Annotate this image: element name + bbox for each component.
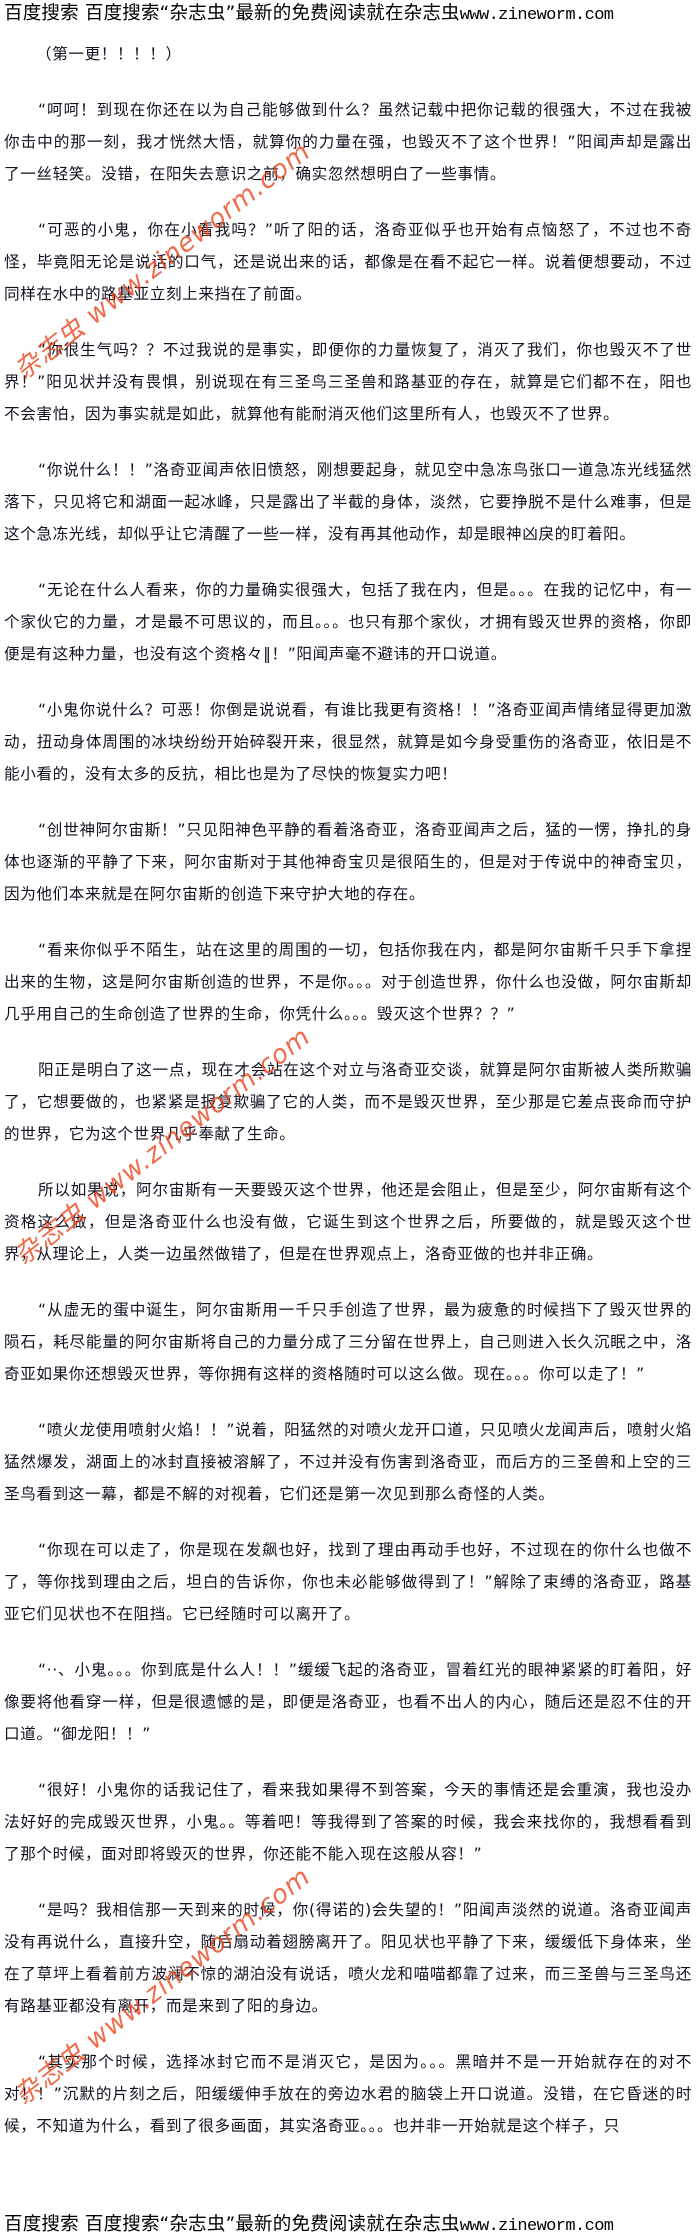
banner-text: 百度搜索 百度搜索“杂志虫”最新的免费阅读就在杂志虫	[4, 2214, 460, 2235]
paragraph: “··、小鬼。。。你到底是什么人！！”缓缓飞起的洛奇亚，冒着红光的眼神紧紧的盯着…	[4, 1661, 692, 1743]
paragraph: “其实那个时候，选择冰封它而不是消灭它，是因为。。。黑暗并不是一开始就存在的对不…	[4, 2053, 692, 2135]
paragraph: 阳正是明白了这一点，现在才会站在这个对立与洛奇亚交谈，就算是阿尔宙斯被人类所欺骗…	[4, 1061, 692, 1143]
paragraph: “你说什么！！”洛奇亚闻声依旧愤怒，刚想要起身，就见空中急冻鸟张口一道急冻光线猛…	[4, 461, 692, 543]
banner-text: 百度搜索 百度搜索“杂志虫”最新的免费阅读就在杂志虫	[4, 3, 460, 24]
paragraph: “你很生气吗？？不过我说的是事实，即便你的力量恢复了，消灭了我们，你也毁灭不了世…	[4, 341, 692, 423]
banner-url-link[interactable]: www.zineworm.com	[459, 2217, 614, 2236]
banner-url-link[interactable]: www.zineworm.com	[459, 6, 614, 25]
chapter-content: （第一更！！！！） “呵呵！到现在你还在以为自己能够做到什么？虽然记载中把你记载…	[4, 38, 692, 2166]
paragraph: “看来你似乎不陌生，站在这里的周围的一切，包括你我在内，都是阿尔宙斯千只手下拿捏…	[4, 941, 692, 1023]
paragraph: “呵呵！到现在你还在以为自己能够做到什么？虽然记载中把你记载的很强大，不过在我被…	[4, 101, 692, 183]
paragraph: “小鬼你说什么？可恶！你倒是说说看，有谁比我更有资格！！”洛奇亚闻声情绪显得更加…	[4, 701, 692, 783]
update-note: （第一更！！！！）	[36, 45, 182, 63]
site-banner-top: 百度搜索 百度搜索“杂志虫”最新的免费阅读就在杂志虫www.zineworm.c…	[4, 2, 700, 28]
paragraph: 所以如果说，阿尔宙斯有一天要毁灭这个世界，他还是会阻止，但是至少，阿尔宙斯有这个…	[4, 1181, 692, 1263]
paragraph-list: “呵呵！到现在你还在以为自己能够做到什么？虽然记载中把你记载的很强大，不过在我被…	[4, 94, 692, 2142]
paragraph: “你现在可以走了，你是现在发飙也好，找到了理由再动手也好，不过现在的你什么也做不…	[4, 1541, 692, 1623]
paragraph: “无论在什么人看来，你的力量确实很强大，包括了我在内，但是。。。在我的记忆中，有…	[4, 581, 692, 663]
site-banner-bottom: 百度搜索 百度搜索“杂志虫”最新的免费阅读就在杂志虫www.zineworm.c…	[4, 2213, 700, 2239]
paragraph: “是吗？我相信那一天到来的时候，你(得诺的)会失望的！”阳闻声淡然的说道。洛奇亚…	[4, 1901, 692, 2015]
paragraph: “从虚无的蛋中诞生，阿尔宙斯用一千只手创造了世界，最为疲惫的时候挡下了毁灭世界的…	[4, 1301, 692, 1383]
paragraph: “很好！小鬼你的话我记住了，看来我如果得不到答案，今天的事情还是会重演，我也没办…	[4, 1781, 692, 1863]
paragraph: “可恶的小鬼，你在小看我吗？”听了阳的话，洛奇亚似乎也开始有点恼怒了，不过也不奇…	[4, 221, 692, 303]
paragraph: “喷火龙使用喷射火焰！！”说着，阳猛然的对喷火龙开口道，只见喷火龙闻声后，喷射火…	[4, 1421, 692, 1503]
paragraph: “创世神阿尔宙斯！”只见阳神色平静的看着洛奇亚，洛奇亚闻声之后，猛的一愣，挣扎的…	[4, 821, 692, 903]
